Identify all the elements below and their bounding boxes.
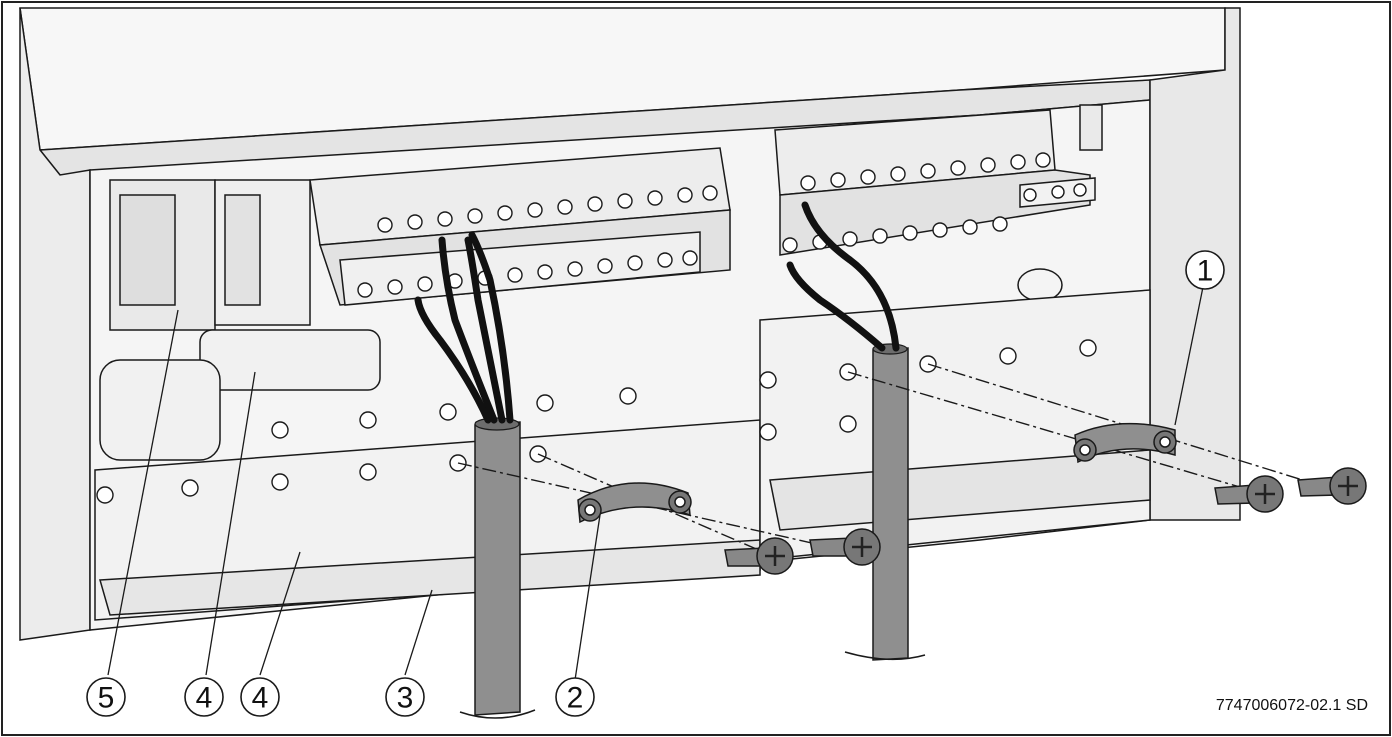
callout-4b-label: 4 bbox=[252, 682, 269, 715]
callout-1-label: 1 bbox=[1197, 255, 1214, 288]
screw-1 bbox=[724, 537, 794, 575]
cable-clamp-left bbox=[577, 482, 692, 524]
callout-2: 2 bbox=[555, 677, 595, 717]
leader-lines bbox=[107, 286, 1204, 681]
terminal-screws-left bbox=[357, 185, 718, 298]
screw-3 bbox=[1214, 475, 1284, 513]
left-modules bbox=[99, 179, 381, 461]
callout-4b: 4 bbox=[240, 677, 280, 717]
callout-4a-label: 4 bbox=[196, 682, 213, 715]
callout-4a: 4 bbox=[184, 677, 224, 717]
callout-3: 3 bbox=[385, 677, 425, 717]
mounting-slot bbox=[1017, 268, 1063, 302]
wires-right bbox=[786, 201, 900, 352]
callout-3-label: 3 bbox=[397, 682, 414, 715]
figure-code: 7747006072-02.1 SD bbox=[1215, 697, 1368, 714]
terminal-strip-right bbox=[774, 104, 1103, 256]
cable-clamp-right bbox=[1073, 422, 1177, 464]
clip-holes bbox=[96, 339, 1097, 504]
terminal-screws-right bbox=[782, 152, 1087, 253]
wires-left bbox=[414, 231, 514, 424]
screws bbox=[724, 467, 1367, 575]
callout-5: 5 bbox=[86, 677, 126, 717]
callout-1: 1 bbox=[1185, 250, 1225, 290]
callout-5-label: 5 bbox=[98, 682, 115, 715]
strain-relief-row bbox=[94, 289, 1151, 621]
screw-4 bbox=[1297, 467, 1367, 505]
callout-2-label: 2 bbox=[567, 682, 584, 715]
cable-left bbox=[459, 417, 536, 719]
screw-2 bbox=[809, 528, 881, 566]
